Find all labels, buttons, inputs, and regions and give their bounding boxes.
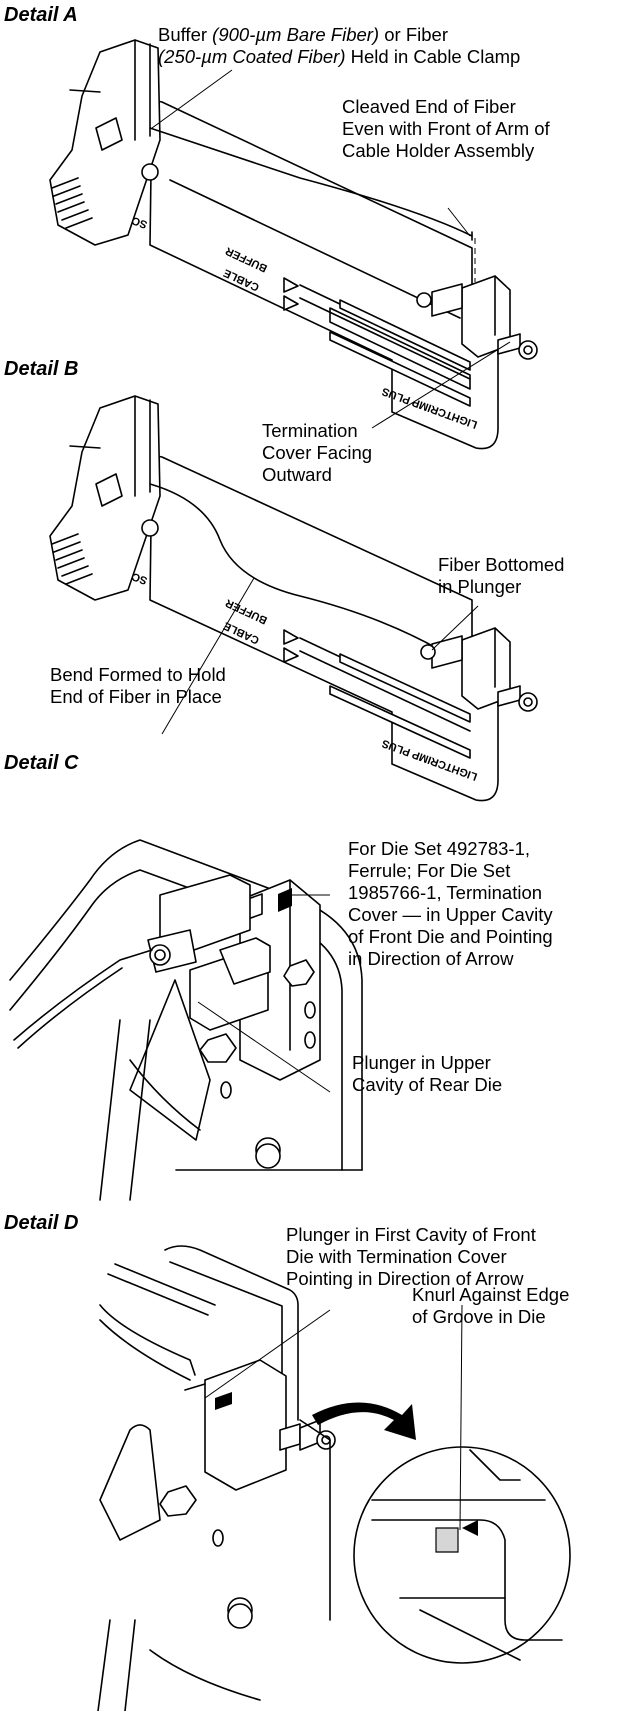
detail-c-die-line-1: For Die Set 492783-1,: [348, 838, 531, 859]
detail-d-knurl-callout: Knurl Against Edge of Groove in Die: [412, 1284, 569, 1328]
detail-a-sc-marking: SC: [131, 214, 150, 231]
detail-c-die-line-4: Cover — in Upper Cavity: [348, 904, 553, 925]
detail-d-heading: Detail D: [4, 1212, 79, 1234]
detail-b-fiber: [69, 445, 441, 651]
detail-d-knurl-line-2: of Groove in Die: [412, 1306, 546, 1327]
detail-c-die-line-2: Ferrule; For Die Set: [348, 860, 511, 881]
detail-b-sc-marking: SC: [131, 570, 150, 587]
detail-c-drawing: [9, 839, 363, 1201]
detail-a-buffer-callout-l1a: Buffer: [158, 24, 213, 45]
detail-a-heading: Detail A: [4, 4, 78, 26]
detail-c-die-callout: For Die Set 492783-1, Ferrule; For Die S…: [348, 838, 553, 970]
detail-a-termination-line-1: Termination: [262, 420, 358, 441]
detail-c-die-line-5: of Front Die and Pointing: [348, 926, 553, 947]
detail-c-plunger-line-1: Plunger in Upper: [352, 1052, 491, 1073]
detail-d-zoom-arrow: [312, 1402, 416, 1440]
detail-d-plunger-callout: Plunger in First Cavity of Front Die wit…: [286, 1224, 536, 1290]
detail-a-cleaved-line-3: Cable Holder Assembly: [342, 140, 535, 161]
detail-d-plunger-line-1: Plunger in First Cavity of Front: [286, 1224, 536, 1245]
detail-b-bend-line-1: Bend Formed to Hold: [50, 664, 226, 685]
detail-a-buffer-callout: Buffer (900-µm Bare Fiber) or Fiber (250…: [158, 24, 520, 68]
detail-b-bottomed-callout: Fiber Bottomed in Plunger: [438, 554, 564, 598]
detail-c-die-line-6: in Direction of Arrow: [348, 948, 514, 969]
detail-c-heading: Detail C: [4, 752, 79, 774]
detail-a-termination-callout: Termination Cover Facing Outward: [262, 420, 372, 486]
detail-d-knurl-line-1: Knurl Against Edge: [412, 1284, 570, 1305]
detail-b-heading: Detail B: [4, 358, 79, 380]
detail-b-drawing: SC BUFFER CABLE LIGHTCRIMP PLUS: [49, 395, 538, 802]
detail-b-bottomed-line-1: Fiber Bottomed: [438, 554, 565, 575]
detail-d-zoom-circle: [353, 1446, 571, 1664]
detail-a-termination-line-3: Outward: [262, 464, 332, 485]
detail-b-bend-line-2: End of Fiber in Place: [50, 686, 222, 707]
detail-b-bottomed-line-2: in Plunger: [438, 576, 522, 597]
detail-d-plunger-line-2: Die with Termination Cover: [286, 1246, 507, 1267]
detail-c-plunger-line-2: Cavity of Rear Die: [352, 1074, 503, 1095]
detail-a-leaders: [151, 69, 511, 429]
detail-a-cleaved-line-2: Even with Front of Arm of: [342, 118, 550, 139]
detail-b-leaders: [161, 577, 479, 735]
detail-d-front-die: [204, 1359, 287, 1491]
detail-a-cleaved-line-1: Cleaved End of Fiber: [342, 96, 516, 117]
detail-b-bend-callout: Bend Formed to Hold End of Fiber in Plac…: [50, 664, 226, 708]
detail-a-buffer-callout-l2b: Held in Cable Clamp: [345, 46, 521, 67]
detail-c-fiber: [13, 949, 153, 1041]
detail-a-termination-line-2: Cover Facing: [262, 442, 373, 463]
detail-a-cleaved-callout: Cleaved End of Fiber Even with Front of …: [342, 96, 550, 162]
detail-d-drawing: [97, 1245, 571, 1711]
detail-d-knurl: [435, 1527, 459, 1553]
detail-a-fiber: [69, 89, 473, 237]
detail-c-plunger-callout: Plunger in Upper Cavity of Rear Die: [352, 1052, 502, 1096]
detail-c-die-line-3: 1985766-1, Termination: [348, 882, 543, 903]
detail-d-plunger-line-3: Pointing in Direction of Arrow: [286, 1268, 524, 1289]
detail-a-buffer-callout-l1b: (900-µm Bare Fiber): [212, 24, 380, 45]
detail-b-holder-arm: [149, 454, 499, 802]
detail-d-leaders: [204, 1304, 463, 1531]
detail-a-buffer-callout-l1c: or Fiber: [379, 24, 448, 45]
detail-c-leaders: [197, 894, 331, 1093]
detail-a-buffer-callout-l2a: (250-µm Coated Fiber): [158, 46, 346, 67]
